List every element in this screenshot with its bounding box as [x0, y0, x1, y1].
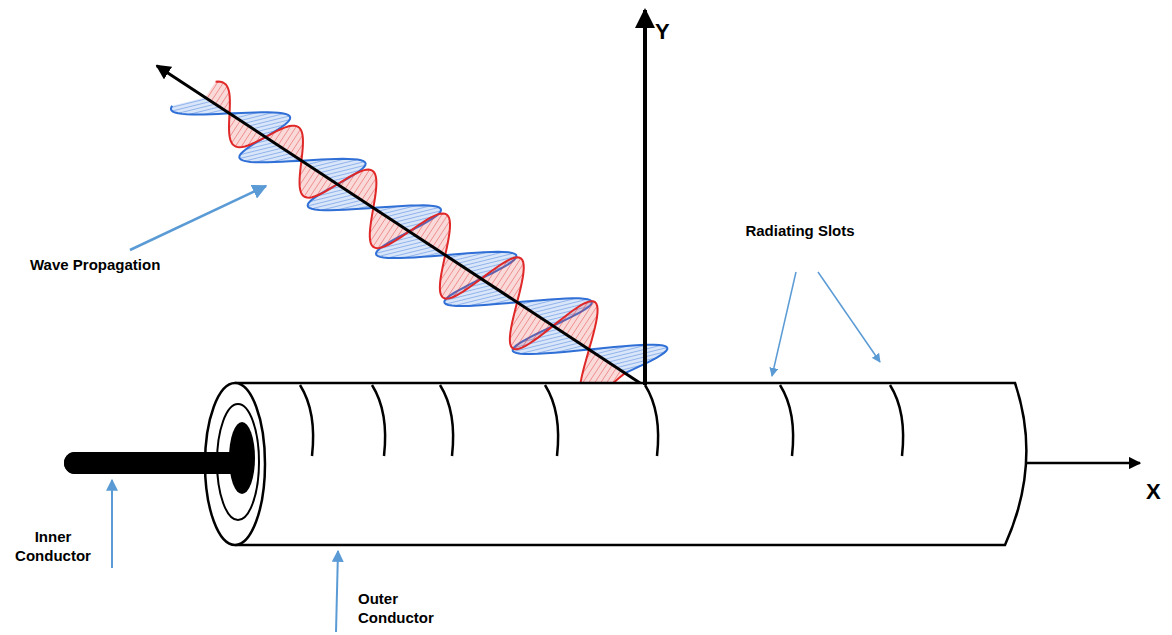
- radiating-slot: [890, 385, 903, 456]
- inner-conductor-rod: [75, 452, 232, 474]
- part-label: Wave Propagation: [30, 256, 230, 275]
- wave-hatch: [219, 92, 229, 107]
- part-label: Outer Conductor: [358, 590, 448, 628]
- wave-hatch: [232, 123, 245, 143]
- wave-hatch: [301, 170, 316, 192]
- wave-hatch: [442, 266, 462, 296]
- wave-hatch: [300, 167, 312, 185]
- wave-hatch: [230, 121, 241, 137]
- radiating-slot: [645, 385, 658, 456]
- y-axis: [643, 10, 647, 385]
- wave-hatch: [207, 82, 218, 99]
- radiating-slot: [545, 385, 558, 456]
- wave-hatch: [235, 126, 248, 146]
- radiating-slot: [780, 385, 793, 456]
- wave-hatch: [617, 358, 657, 368]
- wave-hatch: [362, 178, 376, 200]
- wave-hatch: [511, 313, 533, 346]
- outer-conductor: [235, 383, 1026, 545]
- wave-hatch: [532, 321, 546, 342]
- wave-hatch: [608, 348, 667, 363]
- leader-arrow: [772, 272, 796, 376]
- radiating-slot: [440, 385, 453, 456]
- propagation-axis: [157, 66, 640, 383]
- wave-hatch: [487, 267, 497, 283]
- wave-hatch: [178, 104, 215, 113]
- leader-arrow: [111, 480, 113, 568]
- wave-group: [157, 66, 668, 400]
- wave-hatch: [211, 83, 223, 102]
- electric-wave: [205, 82, 625, 400]
- wave-hatch: [215, 86, 227, 104]
- slot-group: [300, 385, 903, 456]
- wave-hatch: [172, 101, 211, 111]
- radiating-slot: [300, 385, 313, 456]
- wave-hatch: [424, 213, 442, 241]
- wave-hatch: [463, 274, 474, 291]
- wave-hatch: [245, 114, 284, 124]
- axis-label: Y: [655, 18, 695, 46]
- wave-fill: [205, 82, 625, 400]
- wave-hatch: [428, 215, 447, 244]
- part-label: Radiating Slots: [738, 222, 862, 241]
- x-axis: [1025, 462, 1140, 465]
- wave-hatch: [291, 135, 303, 153]
- leader-arrow: [818, 272, 880, 362]
- leader-arrow: [336, 551, 338, 632]
- inner-conductor-rod: [75, 452, 240, 474]
- wave-hatch: [447, 269, 467, 299]
- radiating-slot: [372, 385, 385, 456]
- wave-hatch: [282, 126, 296, 148]
- wave-hatch: [286, 129, 300, 151]
- wave-hatch: [304, 173, 320, 197]
- wave-curve: [216, 82, 625, 400]
- leader-arrow: [130, 186, 266, 250]
- wave-hatch: [571, 302, 595, 338]
- wave-hatch: [171, 99, 207, 108]
- axis-label: X: [1146, 478, 1170, 506]
- part-label: Inner Conductor: [4, 528, 102, 566]
- wave-hatch: [515, 315, 537, 349]
